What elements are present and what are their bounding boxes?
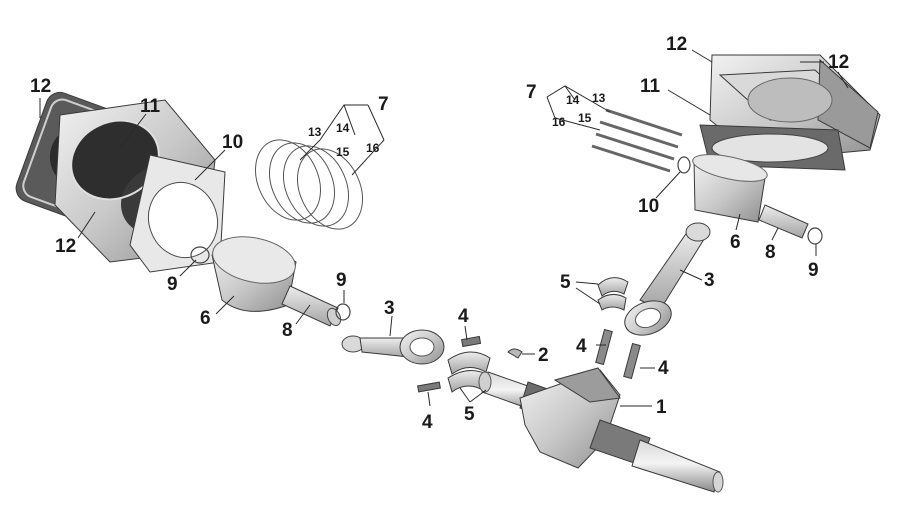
left-cylinder-assembly [15,91,226,273]
crankshaft [478,367,724,493]
right-bearing-shells [597,277,629,311]
callout-4: 4 [576,336,587,357]
callout-9: 9 [167,274,178,295]
callout-7: 7 [378,94,389,115]
callout-2: 2 [538,345,549,366]
callout-6: 6 [200,308,211,329]
callout-11: 11 [140,96,161,117]
callout-13: 13 [592,91,606,105]
callout-3: 3 [704,270,715,291]
callout-14: 14 [336,121,350,135]
right-piston-group [677,154,823,245]
callout-3: 3 [384,298,395,319]
callout-5: 5 [560,272,571,293]
rod-bolts [417,328,641,393]
callout-4: 4 [422,412,433,433]
leader-lines [39,49,849,407]
left-piston-group [190,236,351,327]
callout-5: 5 [464,404,475,425]
callout-15: 15 [336,145,350,159]
right-cylinder-assembly [699,54,881,171]
callout-14: 14 [566,93,580,107]
callout-12: 12 [828,52,849,73]
callout-9: 9 [336,270,347,291]
left-connecting-rod [341,329,445,365]
callout-labels: 12 11 10 12 9 6 8 9 7 13 14 15 16 3 4 4 … [30,34,849,433]
left-piston-pin [281,285,342,327]
callout-4: 4 [658,358,669,379]
callout-7: 7 [526,82,537,103]
callout-10: 10 [222,132,243,153]
callout-15: 15 [578,111,592,125]
callout-10: 11 [640,76,661,97]
callout-11: 12 [666,34,687,55]
left-piston [211,236,297,312]
callout-16: 16 [366,141,380,155]
callout-9: 10 [638,196,659,217]
callout-8: 8 [765,242,776,263]
callout-6: 6 [730,232,741,253]
left-base-gasket [129,154,226,273]
callout-13: 13 [308,125,322,139]
callout-8: 8 [282,320,293,341]
right-piston-ring-set [591,108,683,173]
left-piston-ring-set [255,139,363,230]
callout-12: 12 [30,76,51,97]
callout-9: 9 [808,260,819,281]
right-connecting-rod [624,222,711,336]
right-piston-pin [758,204,809,239]
woodruff-key [507,348,523,359]
callout-4: 4 [458,306,469,327]
callout-12: 12 [55,236,76,257]
right-piston [692,154,768,223]
callout-1: 1 [656,397,667,418]
callout-16: 16 [552,115,566,129]
